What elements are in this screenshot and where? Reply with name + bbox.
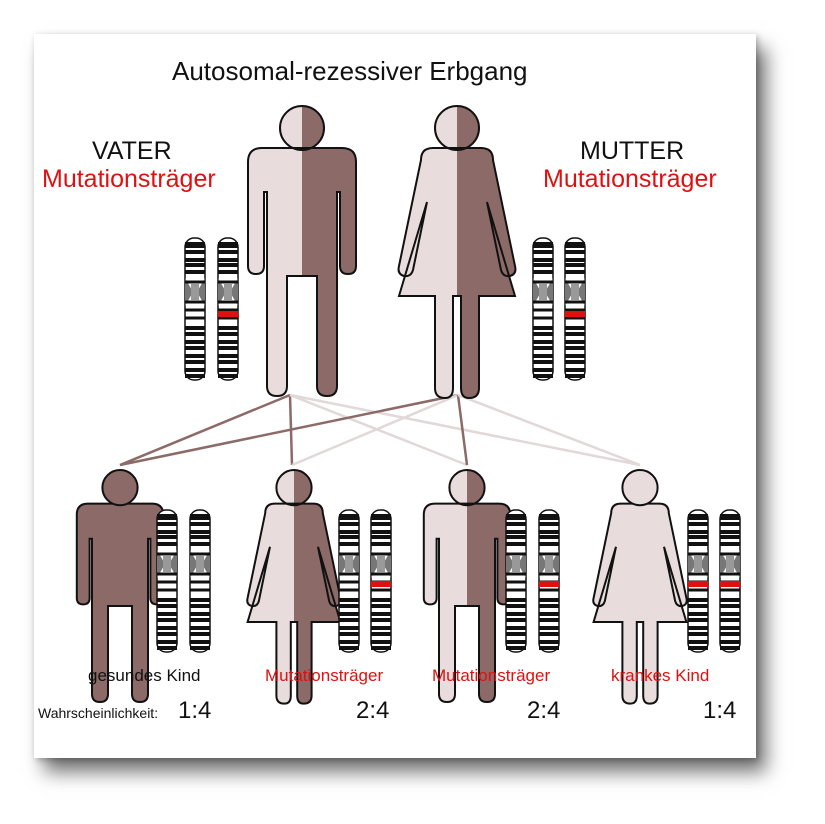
child-2-chromosomes xyxy=(337,508,393,654)
child-2-ratio: 2:4 xyxy=(356,697,390,724)
child-2-label: Mutationsträger xyxy=(265,666,384,685)
child-4-chromosomes xyxy=(686,508,742,654)
child-4-mutation-band-b xyxy=(720,581,740,587)
father-label: VATER xyxy=(92,137,172,165)
child-3-chromosomes xyxy=(504,508,561,654)
child-4-ratio: 1:4 xyxy=(703,697,737,724)
child-3-label: Mutationsträger xyxy=(432,666,551,685)
child-1-ratio: 1:4 xyxy=(178,697,212,724)
child-3-mutation-band xyxy=(539,581,559,587)
mother-figure xyxy=(397,105,517,399)
child-1-label: gesundes Kind xyxy=(88,666,201,685)
father-status: Mutationsträger xyxy=(42,165,216,193)
mother-status: Mutationsträger xyxy=(543,165,717,193)
inheritance-lines xyxy=(119,393,641,467)
child-4-mutation-band-a xyxy=(688,581,708,587)
father-figure xyxy=(247,105,357,397)
child-4-label: krankes Kind xyxy=(611,666,710,685)
father-mutation-band xyxy=(218,311,238,317)
child-1-chromosomes xyxy=(155,508,212,654)
child-3-ratio: 2:4 xyxy=(527,697,561,724)
probability-label: Wahrscheinlichkeit: xyxy=(38,705,159,721)
mother-mutation-band xyxy=(565,311,585,317)
mother-label: MUTTER xyxy=(580,137,685,165)
father-chromosomes xyxy=(183,236,240,382)
child-2-mutation-band xyxy=(371,581,391,587)
mother-chromosomes xyxy=(531,236,587,382)
diagram-title: Autosomal-rezessiver Erbgang xyxy=(172,56,528,86)
